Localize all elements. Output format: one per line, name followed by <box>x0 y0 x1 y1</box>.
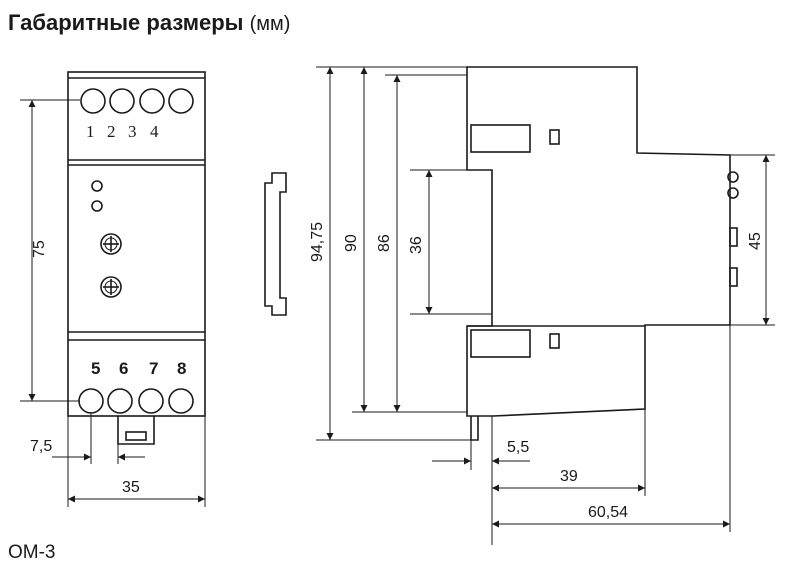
dim-86: 86 <box>376 234 393 252</box>
terminal-label-6: 6 <box>119 359 128 378</box>
led-indicator-1 <box>91 180 103 192</box>
page-title: Габаритные размеры (мм) <box>8 10 290 36</box>
potentiometer-1 <box>100 233 122 255</box>
dim-7-5: 7,5 <box>30 438 52 455</box>
dim-36: 36 <box>408 236 425 254</box>
side-housing <box>466 66 731 441</box>
dim-45: 45 <box>747 232 764 250</box>
din-rail-profile <box>264 172 287 316</box>
title-unit: (мм) <box>249 13 291 35</box>
dim-35: 35 <box>122 479 140 496</box>
model-label: ОМ-3 <box>8 542 56 563</box>
front-housing <box>67 71 206 417</box>
side-view: 94,75 90 86 36 45 5,5 39 60,54 <box>309 66 775 545</box>
dim-39: 39 <box>560 468 578 485</box>
dim-94-75: 94,75 <box>309 222 326 262</box>
bottom-terminals <box>78 388 194 414</box>
din-clip <box>117 416 155 445</box>
title-text: Габаритные размеры <box>8 10 244 35</box>
upper-latch <box>470 124 531 153</box>
terminal-label-2: 2 <box>107 122 116 141</box>
top-terminals <box>80 88 194 114</box>
terminal-label-7: 7 <box>149 359 158 378</box>
dim-60-54: 60,54 <box>588 504 628 521</box>
potentiometer-2 <box>100 276 122 298</box>
front-view: 1 2 3 4 5 6 7 8 <box>20 71 206 507</box>
terminal-label-5: 5 <box>91 359 100 378</box>
dim-75: 75 <box>31 240 48 258</box>
terminal-label-3: 3 <box>128 122 137 141</box>
terminal-label-8: 8 <box>177 359 186 378</box>
dim-90: 90 <box>343 234 360 252</box>
terminal-label-4: 4 <box>150 122 159 141</box>
terminal-label-1: 1 <box>86 122 95 141</box>
dim-5-5: 5,5 <box>507 439 529 456</box>
led-indicator-2 <box>91 200 103 212</box>
lower-latch <box>470 329 531 358</box>
